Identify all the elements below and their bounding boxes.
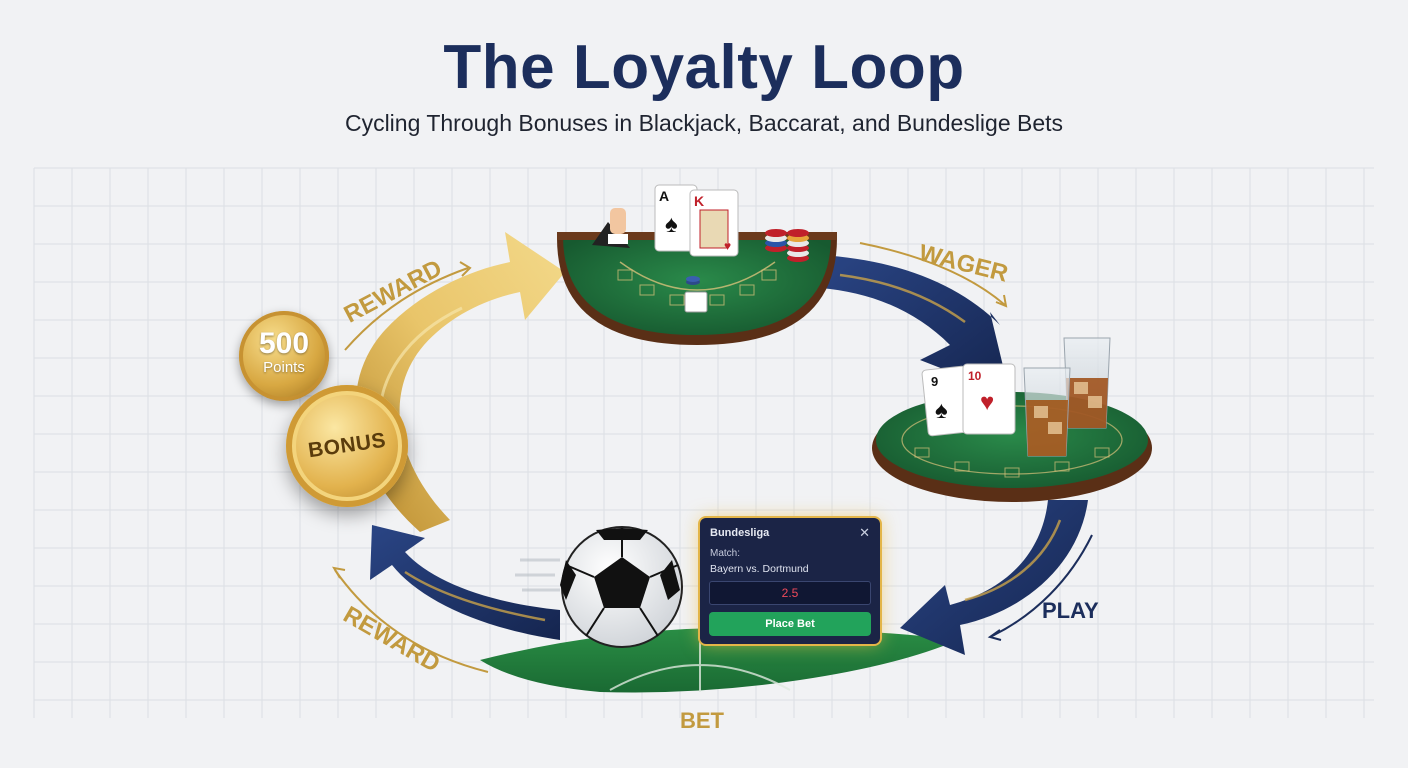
wager-arrow-highlight xyxy=(839,273,966,324)
close-icon[interactable]: ✕ xyxy=(859,525,870,540)
match-teams: Bayern vs. Dortmund xyxy=(710,563,809,575)
blackjack-cards: A ♠ K ♥ xyxy=(654,184,739,257)
page-title: The Loyalty Loop xyxy=(443,33,965,102)
card-rank-ace: A xyxy=(659,188,669,204)
svg-text:♥: ♥ xyxy=(980,389,994,416)
chip-stacks xyxy=(765,229,809,262)
reward-gold-arrow xyxy=(355,232,565,532)
play-navy-arrow xyxy=(900,500,1088,655)
card-rank-king: K xyxy=(694,193,704,209)
points-value: 500 xyxy=(258,327,310,360)
svg-text:♠: ♠ xyxy=(935,397,948,424)
card-rank-nine: 9 xyxy=(931,374,938,389)
bonus-coin: BONUS xyxy=(286,385,408,507)
soccer-ball-icon xyxy=(515,526,683,648)
svg-text:♠: ♠ xyxy=(665,211,678,238)
reward-top-guide-arrowhead xyxy=(459,261,472,277)
bet-arrow-highlight xyxy=(404,570,546,622)
match-label: Match: xyxy=(710,548,741,559)
card-rank-ten: 10 xyxy=(968,369,982,383)
svg-text:♥: ♥ xyxy=(724,239,731,253)
bet-navy-arrow xyxy=(370,525,560,640)
wager-guide-arrow xyxy=(859,242,1006,306)
bonus-label: BONUS xyxy=(306,428,388,463)
label-bet: BET xyxy=(680,708,724,733)
bet-slip-title: Bundesliga xyxy=(710,527,770,539)
points-unit: Points xyxy=(263,359,305,376)
baccarat-cards: 9 ♠ 10 ♥ xyxy=(921,363,1016,437)
play-guide-arrowhead xyxy=(987,629,1002,641)
label-play: PLAY xyxy=(1042,598,1099,623)
dealer-hand-icon xyxy=(592,208,630,248)
wager-navy-arrow xyxy=(820,255,1010,395)
bet-slip-panel: Bundesliga ✕ Match: Bayern vs. Dortmund … xyxy=(700,518,880,644)
reward-top-guide-arrow xyxy=(344,267,469,351)
wager-guide-arrowhead xyxy=(995,294,1008,308)
reward-bottom-guide-arrow xyxy=(334,569,489,673)
points-coin: 500 Points xyxy=(239,311,329,401)
reward-bottom-guide-arrowhead xyxy=(332,566,346,579)
place-bet-button[interactable]: Place Bet xyxy=(709,612,871,636)
play-guide-arrow xyxy=(991,534,1093,637)
whiskey-glasses-icon xyxy=(1023,337,1111,457)
play-arrow-highlight xyxy=(964,519,1062,602)
odds-field[interactable]: 2.5 xyxy=(709,581,871,605)
page-subtitle: Cycling Through Bonuses in Blackjack, Ba… xyxy=(344,110,1064,136)
